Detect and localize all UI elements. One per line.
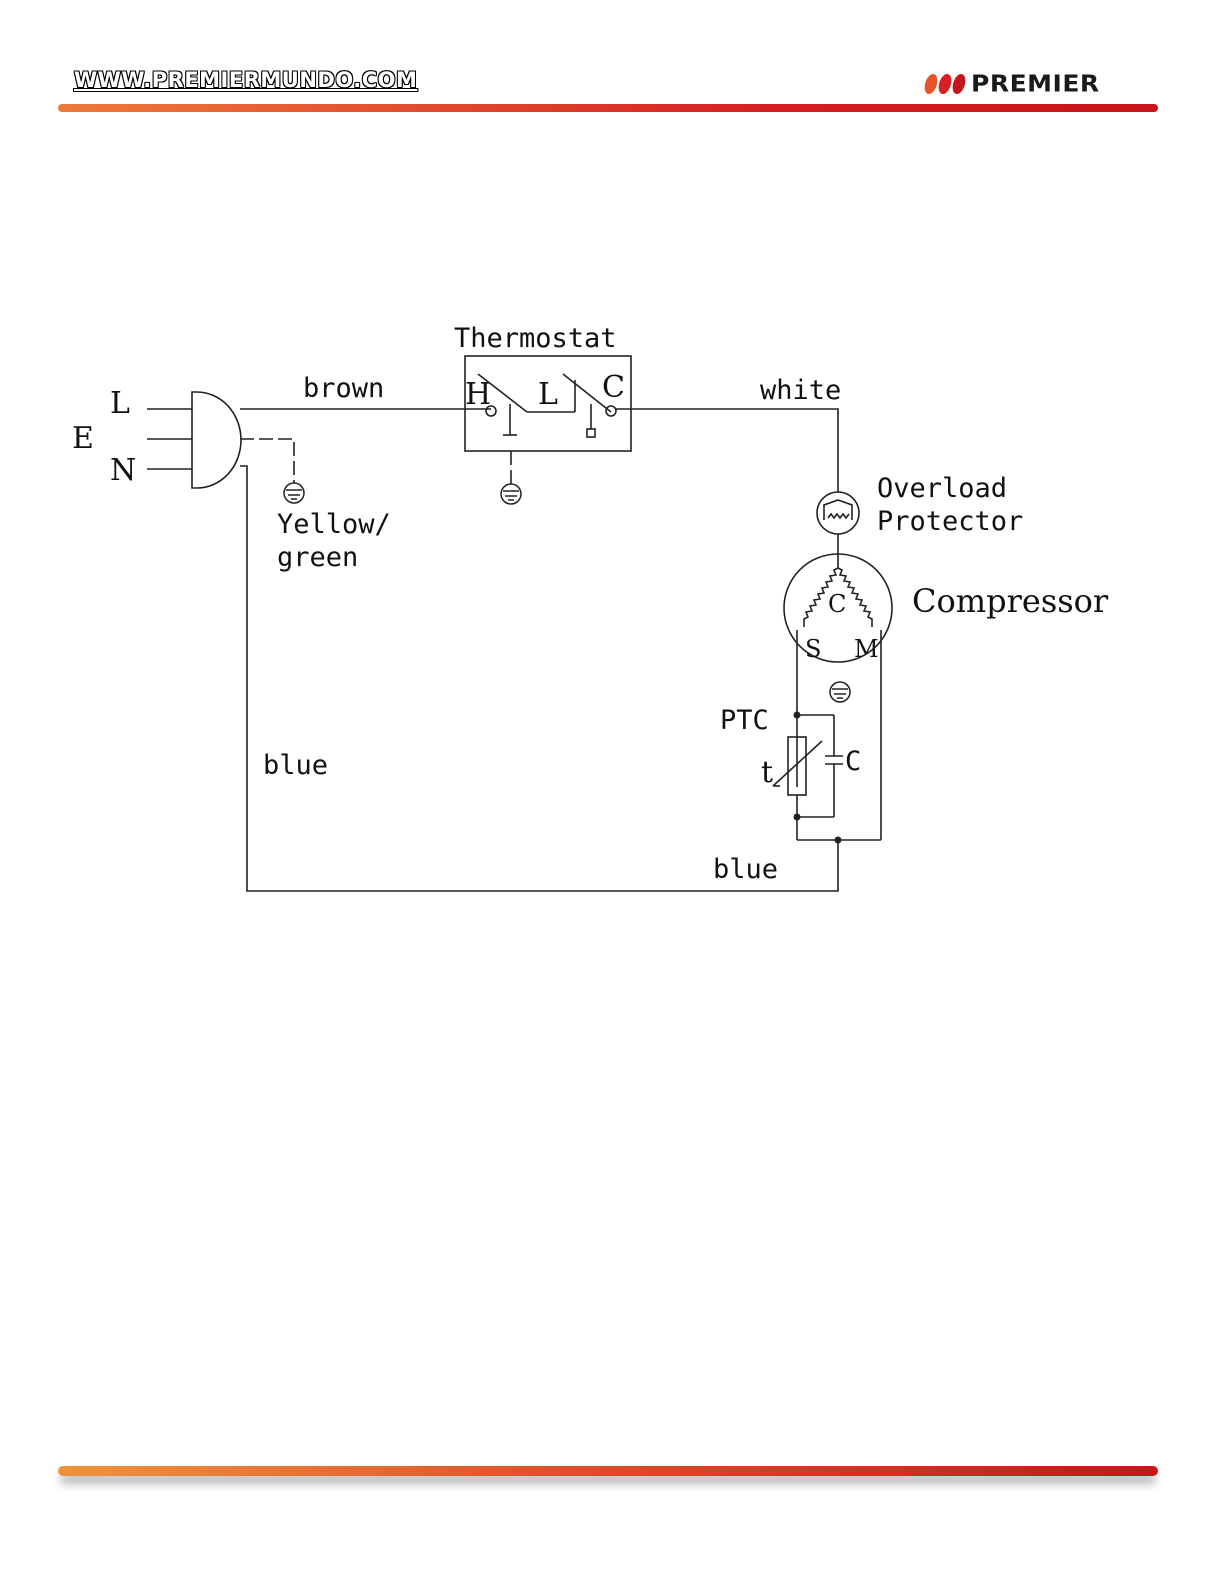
capacitor-label: C <box>845 746 861 777</box>
wire-label-brown: brown <box>303 373 384 404</box>
ptc-thermal-symbol: t <box>761 755 773 790</box>
plug-label-live: L <box>110 386 130 421</box>
ground-icon-thermostat <box>501 484 521 504</box>
ground-wire-label-1: Yellow/ <box>277 509 391 540</box>
ground-icon-plug <box>284 483 304 503</box>
ground-icon-compressor <box>830 682 850 702</box>
overload-protector-icon <box>817 492 859 556</box>
capacitor-icon <box>825 715 843 817</box>
wire-white <box>616 409 838 492</box>
wire-earth <box>240 439 294 483</box>
compressor-terminal-start: S <box>805 635 821 663</box>
compressor-terminal-main: M <box>854 635 879 663</box>
thermostat-title: Thermostat <box>454 323 617 354</box>
plug-label-earth: E <box>72 421 94 456</box>
wire-label-white: white <box>760 375 841 406</box>
plug-symbol <box>147 392 241 488</box>
ptc-starter-icon <box>773 712 834 841</box>
plug-label-neutral: N <box>110 453 136 488</box>
ground-wire-label-2: green <box>277 542 358 573</box>
wire-label-blue-left: blue <box>263 750 328 781</box>
compressor-terminal-common: C <box>828 590 846 618</box>
ptc-label: PTC <box>720 705 769 736</box>
thermostat-contact-l: L <box>538 377 558 412</box>
compressor-title: Compressor <box>912 582 1109 620</box>
overload-label-2: Protector <box>877 506 1023 537</box>
wire-label-blue-bottom: blue <box>713 854 778 885</box>
overload-label-1: Overload <box>877 473 1007 504</box>
thermostat-contact-c: C <box>602 370 625 405</box>
